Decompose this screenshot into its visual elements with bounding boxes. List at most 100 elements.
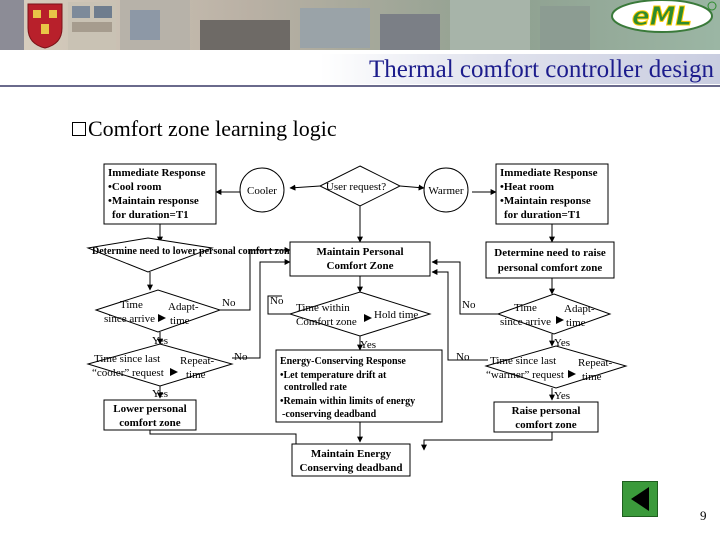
branch-labels: No No No No No Yes Yes Yes Yes Yes (152, 295, 570, 402)
connector-repeat-no-right (431, 269, 488, 361)
right-immediate-response: Immediate Response •Heat room •Maintain … (495, 163, 609, 225)
maintain-energy-line-1: Maintain Energy (311, 448, 392, 460)
slide-title: Thermal comfort controller design (368, 56, 714, 83)
logo-text: eML (632, 2, 692, 32)
connector-repeat-no-left (232, 259, 291, 359)
no-label-hold: No (270, 295, 284, 307)
no-label-right-repeat: No (456, 351, 470, 363)
left-repeat-compare-icon (170, 368, 178, 376)
banner-graphic: eML (0, 0, 720, 50)
maintain-energy-line-2: Conserving deadband (299, 462, 402, 474)
header-banner: eML (0, 0, 720, 50)
energy-line-3: controlled rate (284, 382, 347, 393)
yes-label-left-repeat: Yes (152, 388, 168, 400)
left-adapt-time-label: time (170, 315, 190, 327)
square-bullet-icon (72, 122, 86, 136)
hold-time-decision: Time within Comfort zone Hold time (288, 291, 432, 337)
connector-hold-no (267, 295, 290, 315)
previous-slide-button[interactable] (622, 481, 658, 517)
left-time-label: Time (120, 299, 143, 311)
connector-adapt-no-right (431, 259, 510, 315)
right-time-label: Time (514, 302, 537, 314)
title-background (320, 54, 720, 84)
raise-comfort-box: Raise personal comfort zone (493, 401, 599, 433)
title-underline (0, 85, 720, 87)
yes-label-hold: Yes (360, 339, 376, 351)
triangle-left-icon (631, 487, 649, 511)
right-warmer-request-label: “warmer” request (486, 369, 564, 381)
comfort-zone-label: Comfort zone (296, 316, 357, 328)
energy-line-1: Energy-Conserving Response (280, 356, 406, 367)
energy-response-box: Energy-Conserving Response •Let temperat… (275, 349, 443, 423)
right-last-label: Time since last (490, 355, 556, 367)
page-number: 9 (700, 508, 707, 523)
connector-raisebox-to-deadband (421, 432, 553, 451)
right-repeat-label: Repeat- (578, 357, 613, 369)
user-request-label: User request? (326, 181, 386, 193)
warmer-label: Warmer (428, 185, 463, 197)
lab-equipment-icon (0, 0, 590, 50)
left-response-line-2: •Cool room (108, 181, 161, 193)
title-bar: Thermal comfort controller design (0, 52, 720, 87)
left-adapt-decision: Time since arrive Adapt- time (94, 289, 222, 333)
left-repeat-time-label: time (186, 369, 206, 381)
maintain-energy-box: Maintain Energy Conserving deadband (291, 443, 411, 477)
right-response-line-3: •Maintain response (500, 195, 591, 207)
raise-line-2: comfort zone (515, 419, 577, 431)
determine-raise-line-2: personal comfort zone (498, 262, 603, 274)
no-label-right-adapt: No (462, 299, 476, 311)
maintain-personal-box: Maintain Personal Comfort Zone (289, 241, 431, 277)
energy-line-4: •Remain within limits of energy (280, 396, 415, 407)
connector-request-to-cooler (289, 184, 321, 191)
university-crest-icon (27, 3, 63, 49)
left-repeat-decision: Time since last “cooler” request Repeat-… (86, 343, 234, 387)
left-last-label: Time since last (94, 353, 160, 365)
cooler-node: Cooler (239, 167, 285, 213)
left-since-arrive-label: since arrive (104, 313, 155, 325)
hold-compare-icon (364, 314, 372, 322)
right-response-line-1: Immediate Response (500, 167, 598, 179)
no-label-left-adapt: No (222, 297, 236, 309)
right-adapt-compare-icon (556, 316, 564, 324)
lower-line-1: Lower personal (113, 403, 186, 415)
right-since-arrive-label: since arrive (500, 316, 551, 328)
left-response-line-4: for duration=T1 (112, 209, 189, 221)
left-cooler-request-label: “cooler” request (92, 367, 164, 379)
cooler-label: Cooler (247, 185, 277, 197)
right-adapt-label: Adapt- (564, 303, 595, 315)
right-adapt-decision: Time since arrive Adapt- time (496, 293, 612, 335)
right-repeat-time-label: time (582, 371, 602, 383)
determine-raise-box: Determine need to raise personal comfort… (485, 241, 615, 279)
user-request-decision: User request? (318, 165, 402, 207)
lower-comfort-box: Lower personal comfort zone (103, 399, 197, 431)
left-repeat-label: Repeat- (180, 355, 215, 367)
hold-time-label: Hold time (374, 309, 418, 321)
no-label-left-repeat: No (234, 351, 248, 363)
energy-line-2: •Let temperature drift at (280, 370, 387, 381)
left-adapt-compare-icon (158, 314, 166, 322)
slide-heading: Comfort zone learning logic (72, 116, 337, 142)
time-within-label: Time within (296, 302, 350, 314)
maintain-personal-line-1: Maintain Personal (316, 246, 403, 258)
lower-line-2: comfort zone (119, 417, 181, 429)
determine-raise-line-1: Determine need to raise (494, 247, 606, 259)
right-response-line-4: for duration=T1 (504, 209, 581, 221)
warmer-node: Warmer (423, 167, 469, 213)
left-immediate-response: Immediate Response •Cool room •Maintain … (103, 163, 217, 225)
left-adapt-label: Adapt- (168, 301, 199, 313)
right-repeat-compare-icon (568, 370, 576, 378)
left-response-line-3: •Maintain response (108, 195, 199, 207)
yes-label-left-adapt: Yes (152, 335, 168, 347)
flow-connectors (147, 184, 555, 451)
yes-label-right-adapt: Yes (554, 337, 570, 349)
left-response-line-1: Immediate Response (108, 167, 206, 179)
connector-request-to-warmer (399, 184, 425, 191)
heading-text: Comfort zone learning logic (88, 116, 337, 141)
eml-logo-icon: eML (611, 0, 717, 33)
right-repeat-decision: Time since last “warmer” request Repeat-… (484, 345, 628, 389)
yes-label-right-repeat: Yes (554, 390, 570, 402)
connector-adapt-no-left (220, 247, 291, 311)
right-response-line-2: •Heat room (500, 181, 554, 193)
raise-line-1: Raise personal (512, 405, 581, 417)
